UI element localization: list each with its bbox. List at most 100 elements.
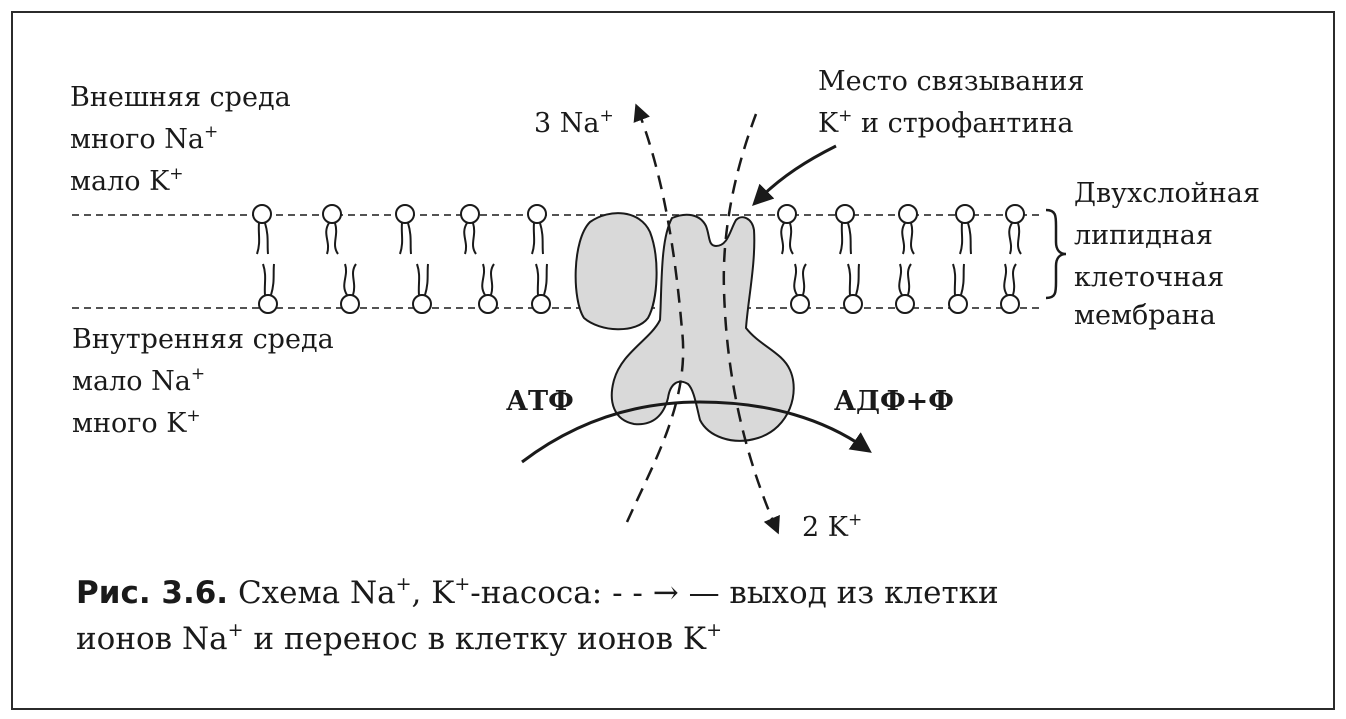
outside-title: Внешняя среда	[70, 82, 291, 113]
phospholipid	[895, 263, 915, 314]
k-in-label: 2 K+	[802, 510, 863, 544]
lipid-head	[1005, 204, 1025, 224]
phospholipid	[340, 263, 360, 314]
lipid-tail	[481, 263, 486, 296]
na-out-label: 3 Na+	[534, 106, 614, 140]
binding-site-pointer	[752, 144, 837, 206]
phospholipid	[790, 263, 810, 314]
lipid-tail	[270, 263, 275, 296]
phospholipid	[777, 204, 797, 255]
lipid-head	[895, 294, 915, 314]
lipid-tail	[959, 222, 964, 255]
binding-site-title: Место связывания	[818, 66, 1085, 97]
lipid-tail	[264, 222, 269, 255]
phospholipid	[252, 204, 272, 255]
lipid-tail	[952, 263, 957, 296]
lipid-head	[948, 294, 968, 314]
figure-caption: Рис. 3.6. Схема Na+, K+-насоса: - - → — …	[76, 570, 1286, 662]
lipid-head	[843, 294, 863, 314]
lipid-tail	[256, 222, 261, 255]
lipid-tail	[539, 222, 544, 255]
inside-na: мало Na+	[72, 364, 206, 398]
lipid-tail	[543, 263, 548, 296]
lipid-tail	[847, 222, 852, 255]
lipid-tail	[334, 222, 339, 255]
lipid-head	[835, 204, 855, 224]
lipid-tail	[855, 263, 860, 296]
lipid-tail	[910, 222, 915, 255]
lipid-tail	[325, 222, 330, 255]
membrane-label-4: мембрана	[1074, 300, 1216, 331]
lipid-head	[790, 294, 810, 314]
protein-pump-subunit	[610, 213, 795, 442]
phospholipid	[258, 263, 278, 314]
membrane-label-2: липидная	[1074, 220, 1213, 251]
caption-line-1: Рис. 3.6. Схема Na+, K+-насоса: - - → — …	[76, 573, 999, 612]
lipid-head	[258, 294, 278, 314]
inside-k: много K+	[72, 406, 201, 440]
lipid-head	[531, 294, 551, 314]
lipid-tail	[463, 222, 468, 255]
lipid-tail	[1008, 222, 1013, 255]
membrane-label-1: Двухслойная	[1074, 178, 1260, 209]
lipid-tail	[789, 222, 794, 255]
binding-site-subtitle: K+ и строфантина	[818, 106, 1074, 140]
lipid-tail	[416, 263, 421, 296]
phospholipid	[835, 204, 855, 255]
phospholipid	[478, 263, 498, 314]
inside-title: Внутренняя среда	[72, 324, 334, 355]
lipid-tail	[343, 263, 348, 296]
lipid-tail	[901, 222, 906, 255]
lipid-head	[955, 204, 975, 224]
lipid-tail	[399, 222, 404, 255]
lipid-tail	[967, 222, 972, 255]
lipid-tail	[960, 263, 965, 296]
atp-label: АТФ	[506, 386, 574, 417]
lipid-bottom-layer	[258, 263, 1020, 314]
lipid-head	[527, 204, 547, 224]
phospholipid	[955, 204, 975, 255]
lipid-tail	[847, 263, 852, 296]
outside-na: много Na+	[70, 122, 219, 156]
membrane-label-3: клеточная	[1074, 262, 1225, 293]
lipid-head	[898, 204, 918, 224]
caption-line-2: ионов Na+ и перенос в клетку ионов K+	[76, 619, 722, 658]
lipid-head	[412, 294, 432, 314]
phospholipid	[322, 204, 342, 255]
phospholipid	[395, 204, 415, 255]
k-influx-path	[722, 113, 780, 535]
lipid-head	[340, 294, 360, 314]
phospholipid	[527, 204, 547, 255]
lipid-tail	[1003, 263, 1008, 296]
lipid-top-layer	[252, 204, 1025, 255]
protein-left-subunit	[574, 212, 658, 331]
lipid-tail	[1017, 222, 1022, 255]
lipid-tail	[352, 263, 357, 296]
figure-frame	[11, 11, 1335, 710]
lipid-tail	[780, 222, 785, 255]
phospholipid	[843, 263, 863, 314]
lipid-head	[252, 204, 272, 224]
lipid-tail	[907, 263, 912, 296]
atp-adp-arrow	[521, 400, 872, 464]
phospholipid	[948, 263, 968, 314]
lipid-tail	[1012, 263, 1017, 296]
lipid-tail	[531, 222, 536, 255]
lipid-tail	[535, 263, 540, 296]
lipid-tail	[793, 263, 798, 296]
dashed-arrow-symbol: - - →	[612, 575, 679, 611]
lipid-tail	[472, 222, 477, 255]
phospholipid	[531, 263, 551, 314]
lipid-head	[1000, 294, 1020, 314]
lipid-head	[478, 294, 498, 314]
lipid-head	[322, 204, 342, 224]
outside-k: мало K+	[70, 164, 184, 198]
phospholipid	[412, 263, 432, 314]
adp-label: АДФ+Ф	[834, 386, 954, 417]
phospholipid	[460, 204, 480, 255]
phospholipid	[1005, 204, 1025, 255]
lipid-tail	[898, 263, 903, 296]
lipid-tail	[407, 222, 412, 255]
